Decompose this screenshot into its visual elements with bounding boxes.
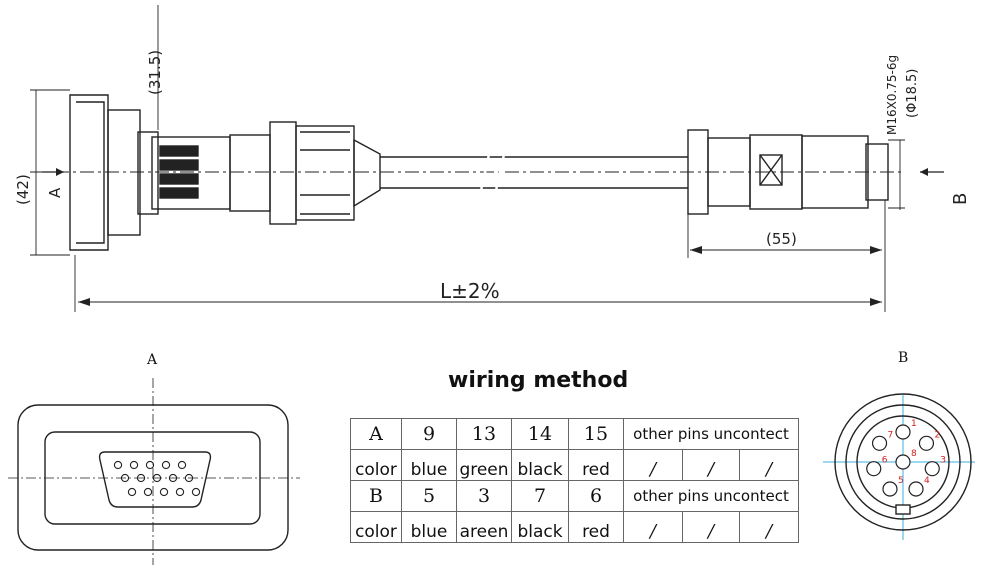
table-cell: 14 — [511, 418, 569, 450]
dsub-pin — [143, 487, 153, 497]
dim-total-length: L±2% — [440, 279, 500, 303]
dsub-pin — [120, 473, 130, 483]
view-a-connector-face — [8, 378, 300, 565]
round-pin — [895, 454, 911, 470]
table-cell: 15 — [568, 418, 624, 450]
dsub-pins — [113, 460, 201, 497]
table-cell: 5 — [401, 480, 457, 512]
section-b-label: B — [950, 193, 971, 205]
table-cell: red — [568, 449, 624, 481]
round-pin-number: 3 — [940, 456, 946, 466]
view-b-title: B — [898, 350, 908, 366]
table-row: A 9 13 14 15 other pins uncontect — [350, 418, 799, 450]
table-cell: blue — [401, 449, 457, 481]
dsub-pin — [113, 460, 123, 470]
table-cell: color — [350, 511, 402, 543]
table-cell: other pins uncontect — [623, 418, 799, 450]
table-cell: green — [456, 449, 512, 481]
dim-diameter: (Φ18.5) — [905, 69, 920, 118]
round-pin — [908, 481, 924, 497]
table-cell: / — [682, 449, 740, 481]
round-pin-number: 2 — [934, 430, 940, 440]
table-cell: 6 — [568, 480, 624, 512]
table-cell: black — [511, 511, 569, 543]
table-cell: 3 — [456, 480, 512, 512]
dim-tail-length: (55) — [766, 230, 797, 248]
table-cell: / — [682, 511, 740, 543]
table-cell: areen — [456, 511, 512, 543]
dsub-pin — [191, 487, 201, 497]
table-cell: 7 — [511, 480, 569, 512]
round-pin — [866, 461, 882, 477]
table-cell: / — [623, 449, 683, 481]
dim-flange-inner: (31.5) — [146, 50, 164, 95]
table-cell: 13 — [456, 418, 512, 450]
round-pin-number: 7 — [888, 430, 894, 440]
dsub-pin — [175, 487, 185, 497]
dsub-pin — [127, 487, 137, 497]
table-row: color blue green black red / / / — [350, 449, 799, 481]
round-pin — [882, 481, 898, 497]
dsub-pin — [159, 487, 169, 497]
table-cell: blue — [401, 511, 457, 543]
table-cell: color — [350, 449, 402, 481]
round-pin-number: 8 — [911, 449, 917, 459]
dsub-pin — [129, 460, 139, 470]
wiring-table: A 9 13 14 15 other pins uncontect color … — [350, 418, 799, 543]
dsub-pin — [177, 460, 187, 470]
table-row: color blue areen black red / / / — [350, 511, 799, 543]
dsub-pin — [145, 460, 155, 470]
round-pin-number: 5 — [898, 476, 904, 486]
table-cell: B — [350, 480, 402, 512]
dsub-pin — [161, 460, 171, 470]
table-cell: black — [511, 449, 569, 481]
wiring-method-title: wiring method — [448, 368, 629, 393]
dim-flange-height: (42) — [14, 174, 32, 205]
table-row: B 5 3 7 6 other pins uncontect — [350, 480, 799, 512]
table-cell: red — [568, 511, 624, 543]
view-a-title: A — [146, 352, 158, 368]
table-cell: A — [350, 418, 402, 450]
table-cell: / — [623, 511, 683, 543]
round-pin — [924, 461, 940, 477]
dsub-pin — [184, 473, 194, 483]
round-pin — [918, 435, 935, 451]
table-cell: / — [739, 449, 799, 481]
dsub-pin — [168, 473, 178, 483]
section-a-label: A — [46, 187, 64, 198]
round-pin-number: 1 — [911, 419, 917, 429]
dsub-pin — [152, 473, 162, 483]
dsub-pin — [136, 473, 146, 483]
round-pin-number: 4 — [924, 476, 930, 486]
round-pin — [871, 435, 888, 451]
table-cell: 9 — [401, 418, 457, 450]
table-cell: other pins uncontect — [623, 480, 799, 512]
dim-thread-spec: M16X0.75-6g — [885, 55, 899, 135]
table-cell: / — [739, 511, 799, 543]
round-pin-number: 6 — [882, 456, 888, 466]
round-pin — [895, 424, 911, 440]
